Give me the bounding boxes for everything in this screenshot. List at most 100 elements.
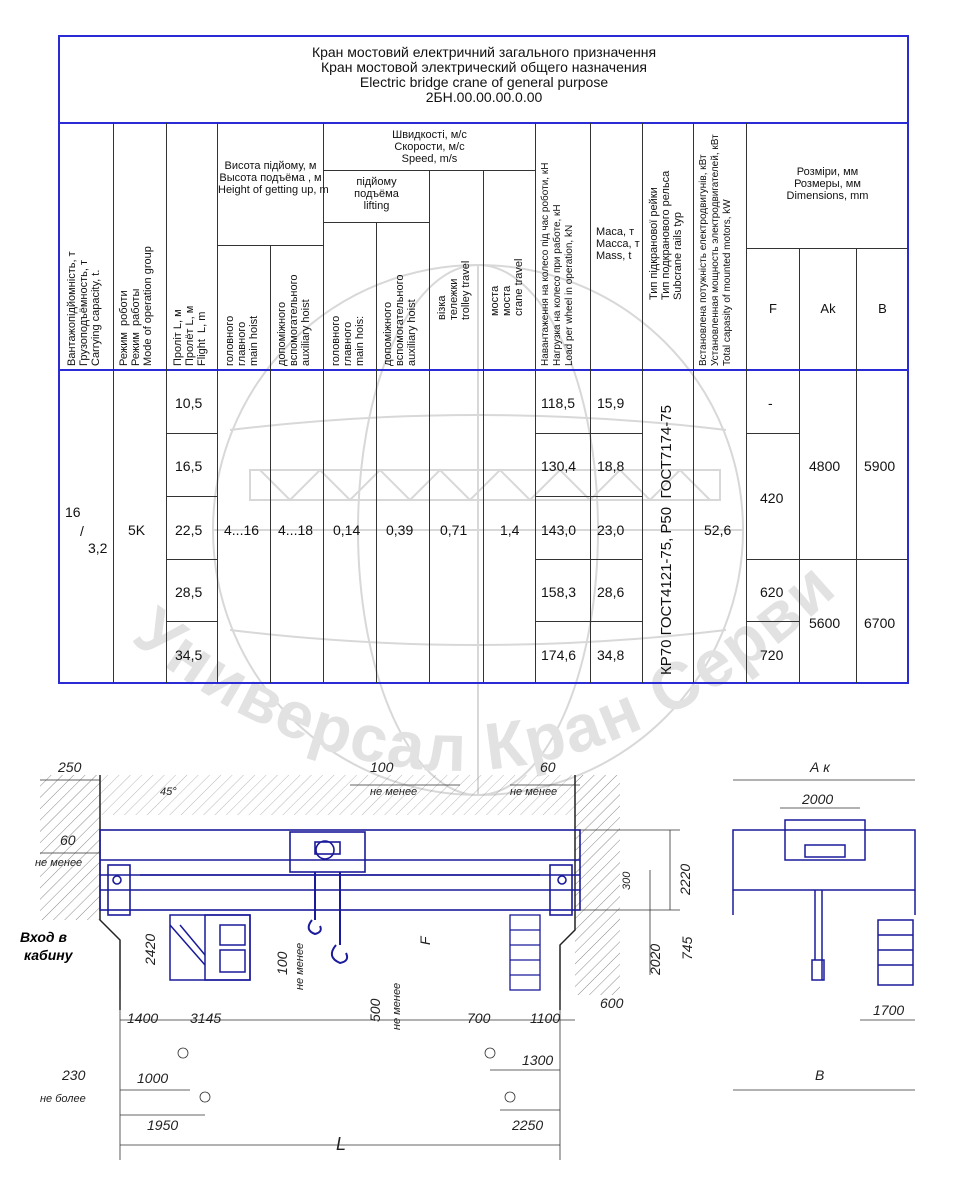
row-line bbox=[166, 496, 217, 497]
dim-not-less-500: не менее bbox=[391, 983, 403, 1030]
title-ru: Кран мостовой электрический общего назна… bbox=[320, 59, 648, 75]
cabin-entry-label-2: кабину bbox=[24, 947, 74, 963]
cell-capacity-main: 16 bbox=[65, 504, 81, 520]
title-code: 2БН.00.00.00.0.00 bbox=[425, 89, 543, 105]
cell-height-aux: 4...18 bbox=[278, 522, 314, 538]
col-line bbox=[642, 123, 643, 683]
header-dim-f: F bbox=[769, 301, 777, 316]
dim-not-more: не более bbox=[40, 1093, 86, 1105]
side-dimension-lines bbox=[733, 779, 915, 1091]
cell-b: 6700 bbox=[864, 615, 896, 631]
dim-45: 45° bbox=[160, 786, 177, 798]
header-dim-ak: Ak bbox=[820, 301, 836, 316]
cell-mass: 28,6 bbox=[597, 584, 625, 600]
dim-2000: 2000 bbox=[801, 791, 833, 807]
dim-100-top: 100 bbox=[370, 759, 394, 775]
col-line bbox=[746, 123, 747, 683]
dim-not-less-mid: не менее bbox=[294, 943, 306, 990]
row-line bbox=[166, 621, 217, 622]
title-ua: Кран мостовий електричний загального при… bbox=[311, 44, 657, 60]
cell-span: 10,5 bbox=[175, 395, 203, 411]
row-line bbox=[746, 433, 799, 434]
cell-span: 28,5 bbox=[175, 584, 203, 600]
cell-power: 52,6 bbox=[704, 522, 732, 538]
cell-f: - bbox=[768, 395, 773, 411]
cell-ak: 5600 bbox=[809, 615, 841, 631]
hooks bbox=[307, 872, 349, 965]
dim-1950: 1950 bbox=[147, 1117, 178, 1133]
dim-1000: 1000 bbox=[137, 1070, 168, 1086]
title-en: Electric bridge crane of general purpose bbox=[359, 74, 609, 90]
dim-2420: 2420 bbox=[142, 934, 158, 966]
dim-not-less-left: не менее bbox=[35, 857, 82, 869]
row-line bbox=[746, 621, 799, 622]
dim-2220: 2220 bbox=[677, 864, 693, 896]
table-title: Кран мостовий електричний загального при… bbox=[60, 45, 908, 105]
center-markers bbox=[177, 1047, 516, 1103]
cell-f: 420 bbox=[760, 490, 784, 506]
dim-745: 745 bbox=[679, 936, 695, 960]
cell-capacity-aux: 3,2 bbox=[88, 540, 108, 556]
col-line bbox=[376, 222, 377, 683]
col-line bbox=[483, 170, 484, 683]
row-line bbox=[535, 496, 642, 497]
cell-load: 130,4 bbox=[541, 458, 577, 474]
col-line bbox=[113, 123, 114, 683]
dim-1400: 1400 bbox=[127, 1010, 158, 1026]
row-line bbox=[535, 433, 642, 434]
dim-1700: 1700 bbox=[873, 1002, 904, 1018]
header-speed: Швидкості, м/с Скорости, м/с Speed, m/s bbox=[392, 129, 467, 165]
col-line bbox=[799, 248, 800, 683]
dim-ak: А к bbox=[809, 759, 831, 775]
dim-1100: 1100 bbox=[530, 1010, 560, 1026]
cell-load: 143,0 bbox=[541, 522, 577, 538]
col-line bbox=[693, 123, 694, 683]
title-separator bbox=[58, 122, 909, 124]
dimension-lines bbox=[40, 779, 680, 1160]
row-line bbox=[217, 245, 323, 246]
dim-1300: 1300 bbox=[522, 1052, 553, 1068]
dim-not-less-top: не менее bbox=[370, 786, 417, 798]
row-line bbox=[535, 621, 642, 622]
cell-load: 158,3 bbox=[541, 584, 577, 600]
col-line bbox=[429, 170, 430, 683]
dim-230: 230 bbox=[61, 1067, 86, 1083]
dim-2250: 2250 bbox=[511, 1117, 543, 1133]
dim-2020: 2020 bbox=[647, 944, 663, 976]
col-line bbox=[270, 245, 271, 683]
dim-b: B bbox=[815, 1067, 824, 1083]
cell-span: 34,5 bbox=[175, 647, 203, 663]
cell-height-main: 4...16 bbox=[224, 522, 260, 538]
dim-300: 300 bbox=[621, 871, 633, 890]
row-line bbox=[535, 559, 642, 560]
dim-f: F bbox=[417, 935, 433, 945]
col-line bbox=[166, 123, 167, 683]
col-line bbox=[217, 123, 218, 683]
row-line bbox=[746, 559, 908, 560]
col-line bbox=[535, 123, 536, 683]
cell-mass: 34,8 bbox=[597, 647, 625, 663]
dim-600: 600 bbox=[600, 995, 624, 1011]
cell-speed-main: 0,14 bbox=[333, 522, 361, 538]
cell-span: 22,5 bbox=[175, 522, 203, 538]
col-line bbox=[590, 123, 591, 683]
cell-speed-aux: 0,39 bbox=[386, 522, 414, 538]
dim-700: 700 bbox=[467, 1010, 491, 1026]
operator-cabin bbox=[169, 914, 251, 981]
header-dims: Розміри, мм Розмеры, мм Dimensions, mm bbox=[786, 166, 869, 202]
cell-b: 5900 bbox=[864, 458, 896, 474]
cell-ak: 4800 bbox=[809, 458, 841, 474]
cell-span: 16,5 bbox=[175, 458, 203, 474]
dim-500: 500 bbox=[367, 998, 383, 1022]
cabin-entry-label-1: Вход в bbox=[20, 929, 67, 945]
row-line bbox=[323, 170, 535, 171]
header-dim-b: B bbox=[878, 301, 887, 316]
ladder bbox=[509, 914, 541, 991]
cell-mass: 23,0 bbox=[597, 522, 625, 538]
cell-f: 720 bbox=[760, 647, 784, 663]
side-view bbox=[732, 819, 916, 986]
row-line bbox=[166, 433, 217, 434]
cell-trolley: 0,71 bbox=[440, 522, 468, 538]
